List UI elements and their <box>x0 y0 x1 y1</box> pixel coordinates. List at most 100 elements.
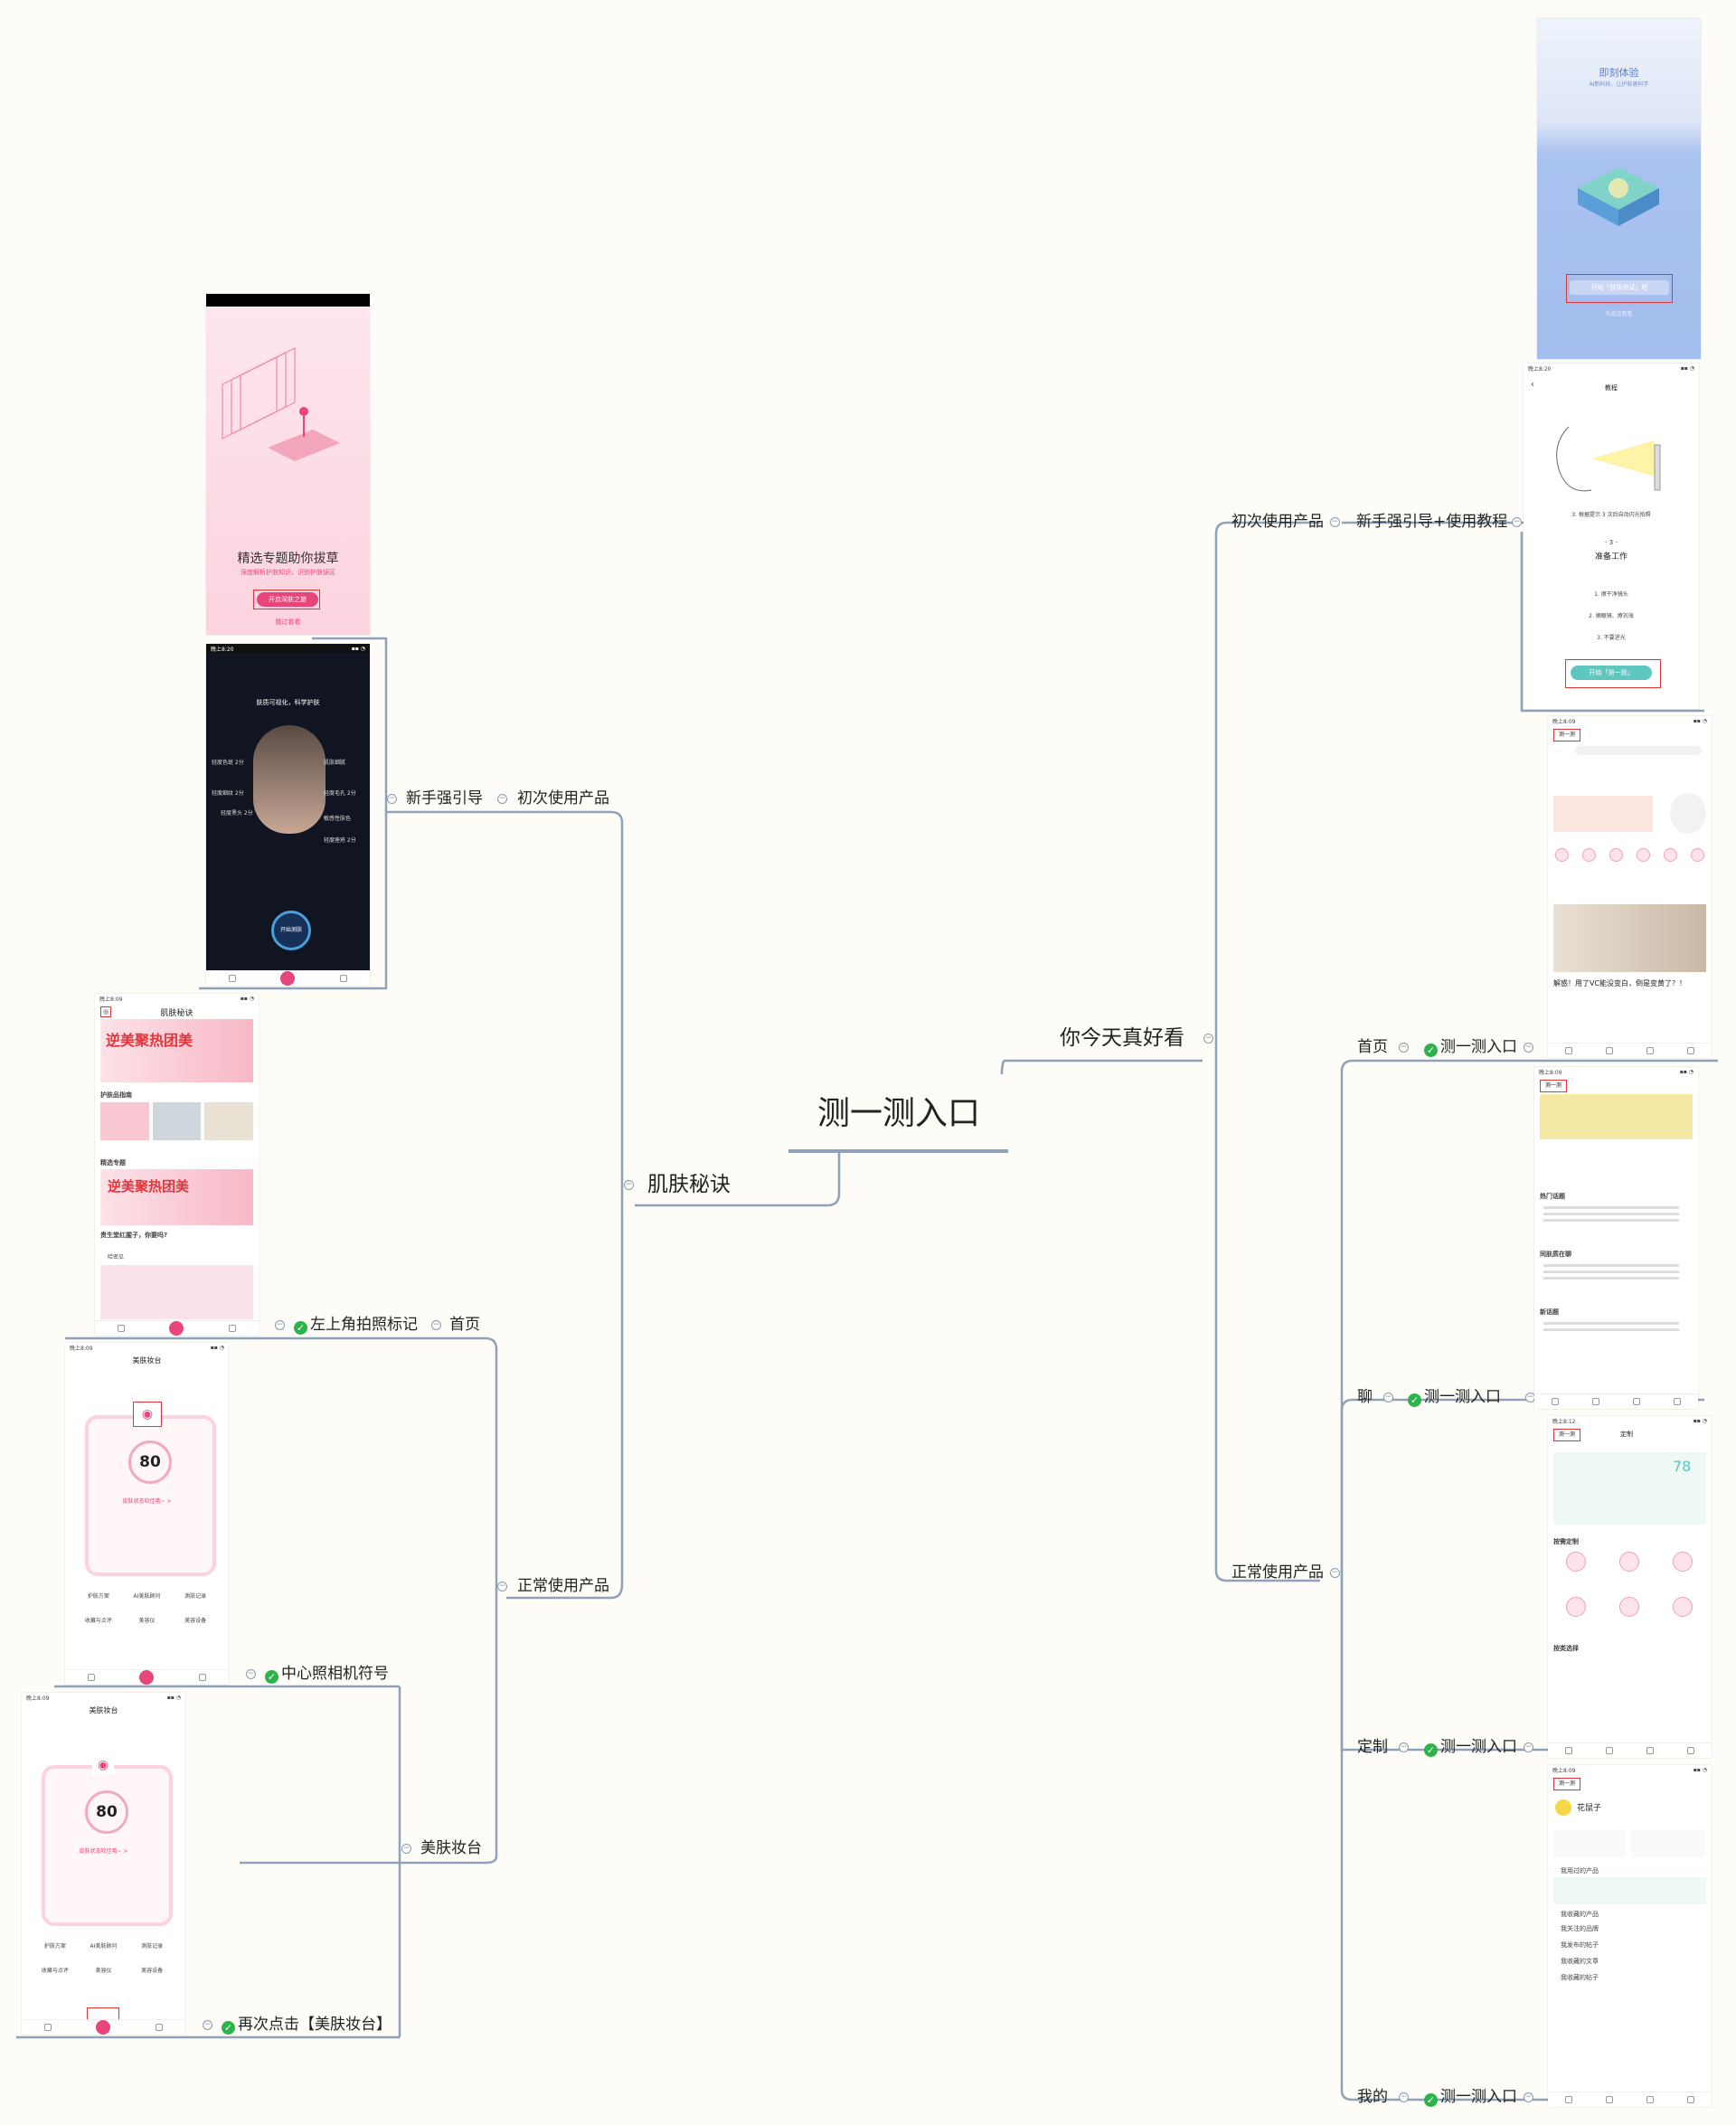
mine-entry-node[interactable]: ✓测一测入口 <box>1424 2088 1517 2107</box>
vanity-item[interactable]: 收藏与点评 <box>84 1618 112 1624</box>
nav-tab-icon[interactable] <box>1646 1747 1655 1754</box>
vanity-item[interactable]: AI美肤顾问 <box>90 1943 118 1950</box>
test-entry-tag[interactable]: 测一测 <box>1553 729 1580 741</box>
start-scan-button[interactable]: 开始测肤 <box>271 911 311 950</box>
vanity-item[interactable]: 测肤记录 <box>141 1943 164 1950</box>
mine-item[interactable]: 我发布的帖子 <box>1561 1941 1599 1949</box>
nav-tab-icon[interactable] <box>1564 1747 1572 1754</box>
collapse-toggle[interactable]: − <box>1399 1742 1409 1752</box>
collapse-toggle[interactable]: − <box>431 1320 441 1330</box>
collapse-toggle[interactable]: − <box>387 794 397 804</box>
nav-tab-icon[interactable] <box>1687 2096 1695 2103</box>
right-mine-node[interactable]: 我的 <box>1357 2088 1388 2106</box>
collapse-toggle[interactable]: − <box>1512 517 1522 527</box>
nav-tab-icon[interactable] <box>1687 1747 1695 1754</box>
collapse-toggle-left[interactable]: − <box>624 1180 634 1190</box>
nav-tab-icon[interactable] <box>1646 1047 1655 1054</box>
product-guide-row[interactable] <box>100 1102 254 1140</box>
left-home-node[interactable]: 首页 <box>449 1316 480 1334</box>
collapse-toggle[interactable]: − <box>1330 1568 1340 1578</box>
mine-item[interactable]: 我收藏的文章 <box>1561 1958 1599 1965</box>
right-home-node[interactable]: 首页 <box>1357 1038 1388 1056</box>
custom-icon-row[interactable] <box>1566 1597 1693 1617</box>
topic-list[interactable] <box>1543 1318 1679 1335</box>
mine-item[interactable]: 我用过的产品 <box>1561 1867 1599 1875</box>
collapse-toggle[interactable]: − <box>1524 1043 1533 1053</box>
collapse-toggle[interactable]: − <box>401 1844 411 1854</box>
vanity-item[interactable]: 测肤记录 <box>184 1593 207 1600</box>
vanity-item[interactable]: 收藏与点评 <box>41 1968 69 1974</box>
vanity-tab-icon[interactable] <box>169 1321 184 1336</box>
mine-tab-icon[interactable] <box>199 1674 207 1681</box>
collapse-toggle[interactable]: − <box>1524 1742 1533 1752</box>
left-first-use-node[interactable]: 初次使用产品 <box>517 789 609 808</box>
topic-list[interactable] <box>1543 1261 1679 1283</box>
tip-card[interactable] <box>1553 796 1653 832</box>
mine-tab-icon[interactable] <box>229 1325 237 1332</box>
history-card[interactable] <box>1631 1830 1705 1857</box>
collapse-toggle[interactable]: − <box>246 1669 256 1679</box>
test-entry-tag[interactable]: 测一测 <box>1553 1778 1580 1790</box>
home-tab-icon[interactable] <box>87 1674 95 1681</box>
home-tab-icon[interactable] <box>43 2024 52 2031</box>
topic-list[interactable] <box>1543 1203 1679 1225</box>
mine-tab-icon[interactable] <box>156 2024 164 2031</box>
vanity-item[interactable]: 护肤方案 <box>87 1593 109 1600</box>
mine-item[interactable]: 我收藏的产品 <box>1561 1911 1599 1918</box>
vanity-item[interactable]: AI美肤顾问 <box>133 1593 161 1600</box>
right-first-use-child-node[interactable]: 新手强引导+使用教程 <box>1356 513 1508 531</box>
chat-entry-node[interactable]: ✓测一测入口 <box>1408 1388 1501 1407</box>
left-first-use-child-node[interactable]: 新手强引导 <box>406 789 483 808</box>
camera-icon[interactable]: ◉ <box>92 1756 114 1774</box>
article-image[interactable] <box>1553 904 1706 972</box>
root-node[interactable]: 测一测入口 <box>817 1095 981 1132</box>
nav-tab-icon[interactable] <box>1605 1047 1613 1054</box>
vanity-tab-icon[interactable] <box>139 1670 155 1685</box>
skin-status[interactable]: 皮肤状态较佳哦~ > <box>122 1498 172 1505</box>
right-custom-node[interactable]: 定制 <box>1357 1738 1388 1756</box>
vanity-item[interactable]: 美容设备 <box>141 1968 164 1974</box>
nav-tab-icon[interactable] <box>1674 1398 1682 1405</box>
test-entry-tag[interactable]: 测一测 <box>1540 1080 1567 1092</box>
test-entry-tag[interactable]: 测一测 <box>1553 1429 1580 1441</box>
vanity-item[interactable]: 美容仪 <box>95 1968 112 1974</box>
skin-status[interactable]: 皮肤状态较佳哦~ > <box>79 1848 128 1855</box>
skin-report-card[interactable]: 78 <box>1553 1452 1706 1525</box>
custom-icon-row[interactable] <box>1566 1552 1693 1572</box>
guide-skip-link[interactable]: 跳过看看 <box>275 619 301 626</box>
tutorial-start-button[interactable]: 开始「测一测」 <box>1571 666 1652 680</box>
center-camera-node[interactable]: ✓中心照相机符号 <box>265 1665 389 1684</box>
nav-tab-icon[interactable] <box>1551 1398 1559 1405</box>
collapse-toggle[interactable]: − <box>1399 2092 1409 2102</box>
home-tab-icon[interactable] <box>228 975 236 982</box>
vanity-tab-icon[interactable] <box>280 971 296 986</box>
skin-change-card[interactable] <box>1553 1830 1626 1857</box>
nav-tab-icon[interactable] <box>1564 1047 1572 1054</box>
topic-card[interactable]: 逆美聚热团美 <box>100 1169 253 1225</box>
left-branch-node[interactable]: 肌肤秘诀 <box>647 1173 731 1196</box>
click-again-node[interactable]: ✓再次点击【美肤妆台】 <box>222 2016 392 2035</box>
back-icon[interactable]: ‹ <box>1531 380 1534 390</box>
collapse-toggle[interactable]: − <box>1330 517 1340 527</box>
mine-item[interactable]: 我收藏的帖子 <box>1561 1974 1599 1981</box>
nav-tab-icon[interactable] <box>1605 1747 1613 1754</box>
collapse-toggle[interactable]: − <box>1399 1043 1409 1053</box>
search-bar[interactable] <box>1575 746 1702 755</box>
left-normal-use-node[interactable]: 正常使用产品 <box>517 1577 609 1595</box>
home-tab-icon[interactable] <box>117 1325 125 1332</box>
vanity-item[interactable]: 美容设备 <box>184 1618 207 1624</box>
collapse-toggle[interactable]: − <box>1524 2092 1533 2102</box>
nav-tab-icon[interactable] <box>1564 2096 1572 2103</box>
right-normal-use-node[interactable]: 正常使用产品 <box>1231 1563 1324 1582</box>
home-entry-node[interactable]: ✓测一测入口 <box>1424 1038 1517 1057</box>
vanity-item[interactable]: 美容仪 <box>138 1618 156 1624</box>
mine-tab-icon[interactable] <box>340 975 348 982</box>
camera-icon[interactable]: ◎ <box>100 1006 111 1017</box>
banner[interactable]: 逆美聚热团美 <box>100 1019 253 1082</box>
mine-item[interactable]: 我关注的品牌 <box>1561 1925 1599 1932</box>
intro-skip-link[interactable]: 先逛逛看看 <box>1605 311 1633 317</box>
article-title[interactable]: 贵生堂红腥子，你要吗? <box>100 1232 168 1239</box>
chat-banner[interactable] <box>1540 1094 1693 1139</box>
custom-entry-node[interactable]: ✓测一测入口 <box>1424 1738 1517 1757</box>
right-first-use-node[interactable]: 初次使用产品 <box>1231 513 1324 531</box>
